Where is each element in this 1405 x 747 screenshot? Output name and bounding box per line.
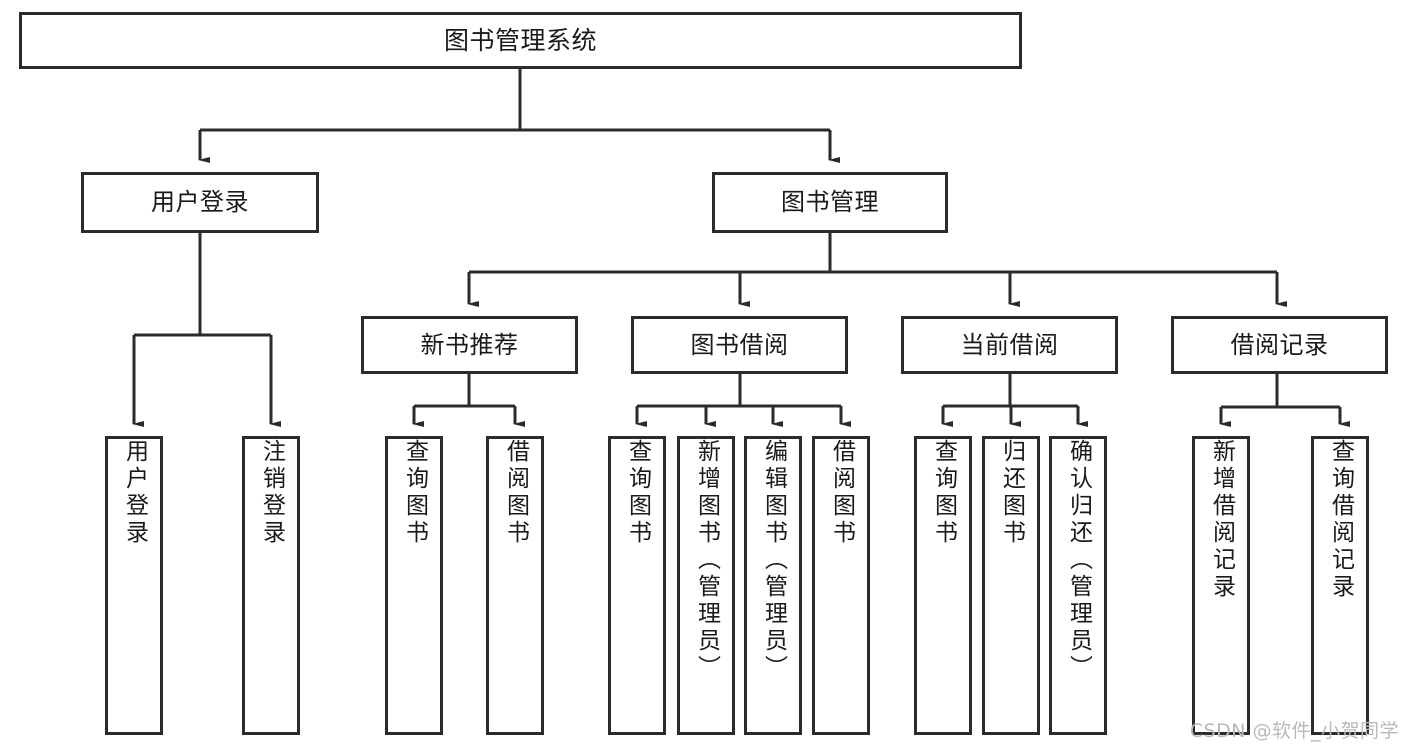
leaf-query-book-1[interactable]: 查询图书 <box>385 436 443 735</box>
node-new-book-recommend-label: 新书推荐 <box>420 330 519 359</box>
leaf-borrow-book-2[interactable]: 借阅图书 <box>812 436 870 735</box>
leaf-add-borrow-record-label: 新增借阅记录 <box>1208 439 1235 601</box>
node-root-label: 图书管理系统 <box>443 25 597 55</box>
leaf-query-borrow-record[interactable]: 查询借阅记录 <box>1311 436 1369 735</box>
leaf-borrow-book-1-label: 借阅图书 <box>502 439 529 547</box>
leaf-query-book-1-label: 查询图书 <box>401 439 428 547</box>
leaf-borrow-book-1[interactable]: 借阅图书 <box>486 436 544 735</box>
node-current-borrow[interactable]: 当前借阅 <box>901 316 1118 374</box>
leaf-borrow-book-2-label: 借阅图书 <box>828 439 855 547</box>
leaf-return-book-label: 归还图书 <box>998 439 1025 547</box>
leaf-add-book-admin-label: 新增图书（管理员） <box>693 439 720 682</box>
node-root[interactable]: 图书管理系统 <box>19 12 1022 69</box>
node-user-login-label: 用户登录 <box>151 188 249 217</box>
leaf-query-book-2-label: 查询图书 <box>624 439 651 547</box>
leaf-query-book-3[interactable]: 查询图书 <box>914 436 972 735</box>
leaf-edit-book-admin[interactable]: 编辑图书（管理员） <box>744 436 802 735</box>
node-current-borrow-label: 当前借阅 <box>960 330 1059 359</box>
leaf-add-book-admin[interactable]: 新增图书（管理员） <box>677 436 735 735</box>
leaf-user-login-label: 用户登录 <box>121 439 148 547</box>
leaf-confirm-return-admin[interactable]: 确认归还（管理员） <box>1049 436 1107 735</box>
node-new-book-recommend[interactable]: 新书推荐 <box>361 316 578 374</box>
node-book-borrow-label: 图书借阅 <box>690 330 789 359</box>
leaf-edit-book-admin-label: 编辑图书（管理员） <box>760 439 787 682</box>
node-user-login[interactable]: 用户登录 <box>81 172 319 233</box>
leaf-return-book[interactable]: 归还图书 <box>982 436 1040 735</box>
leaf-query-book-3-label: 查询图书 <box>930 439 957 547</box>
csdn-watermark: CSDN @软件_小贺同学 <box>1189 720 1399 742</box>
leaf-confirm-return-admin-label: 确认归还（管理员） <box>1065 439 1092 682</box>
leaf-user-login[interactable]: 用户登录 <box>105 436 163 735</box>
node-book-management-label: 图书管理 <box>781 188 879 217</box>
leaf-logout-login[interactable]: 注销登录 <box>242 436 300 735</box>
leaf-query-book-2[interactable]: 查询图书 <box>608 436 666 735</box>
leaf-query-borrow-record-label: 查询借阅记录 <box>1327 439 1354 601</box>
leaf-logout-login-label: 注销登录 <box>258 439 285 547</box>
node-book-management[interactable]: 图书管理 <box>712 172 948 233</box>
node-borrow-record[interactable]: 借阅记录 <box>1171 316 1388 374</box>
node-borrow-record-label: 借阅记录 <box>1230 330 1329 359</box>
node-book-borrow[interactable]: 图书借阅 <box>631 316 848 374</box>
leaf-add-borrow-record[interactable]: 新增借阅记录 <box>1192 436 1250 735</box>
